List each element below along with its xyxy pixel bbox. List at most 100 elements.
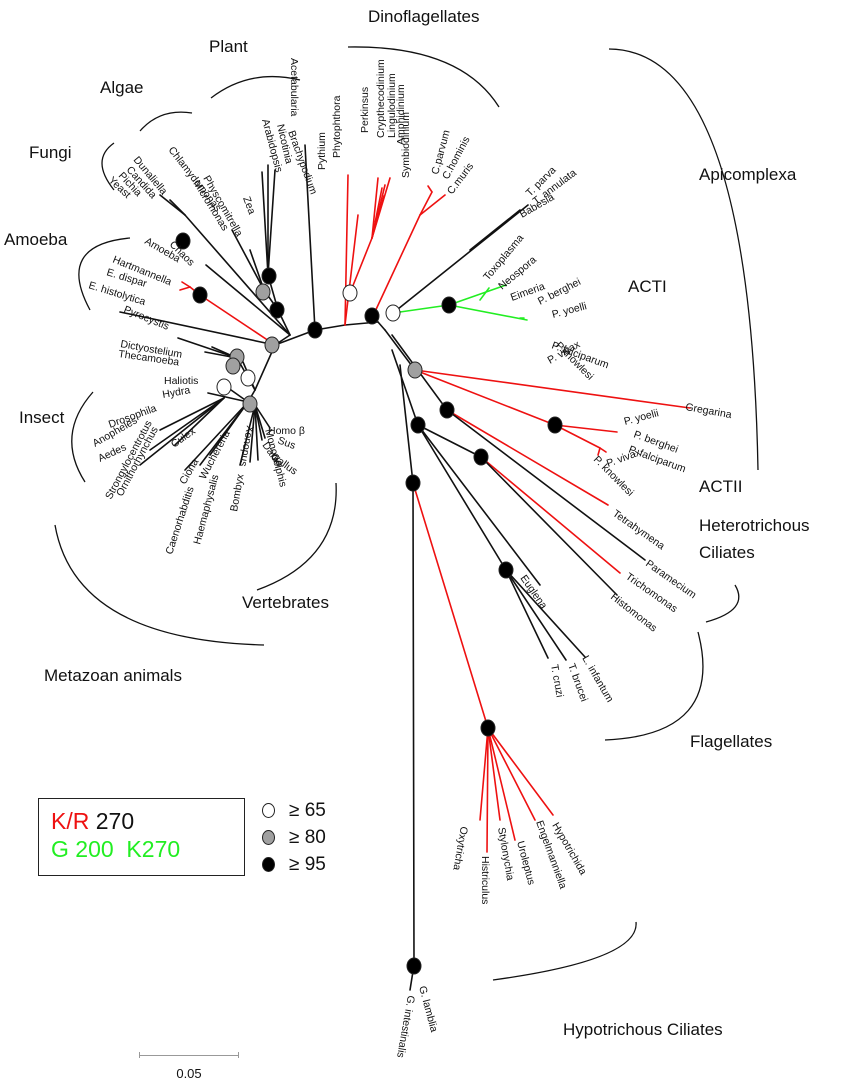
taxon-label: Gregarina: [684, 401, 732, 421]
taxon-label: Oxytricha: [450, 825, 470, 871]
taxon-labels: AcetabulariaBrachypodiumNicotiniaArabido…: [87, 58, 733, 1059]
branch: [254, 404, 266, 439]
group-label: Plant: [209, 37, 248, 56]
group-label: Insect: [19, 408, 65, 427]
support-node-80: [242, 395, 258, 413]
legend-g-label: G 200 K270: [51, 836, 181, 862]
taxon-label: Haemaphysalis: [191, 473, 221, 545]
gray-circle-icon: [262, 830, 275, 845]
support-nodes: [175, 232, 563, 975]
branch: [254, 404, 271, 429]
branch: [505, 569, 586, 658]
branch: [159, 397, 225, 431]
group-label: Heterotrichous: [699, 516, 810, 535]
taxon-label: Zea: [240, 195, 258, 216]
support-node-95: [498, 561, 514, 579]
group-label: Amoeba: [4, 230, 68, 249]
branch: [486, 727, 489, 853]
group-label: Vertebrates: [242, 593, 329, 612]
branch: [399, 364, 414, 484]
support-node-95: [269, 301, 285, 319]
branch: [419, 191, 433, 216]
branch: [261, 171, 269, 276]
taxon-label: Homo β: [268, 425, 305, 437]
legend-270-label: 270: [89, 808, 135, 834]
support-node-80: [225, 357, 241, 375]
taxon-label: Perkinsus: [359, 87, 371, 133]
support-node-95: [410, 416, 426, 434]
branch: [371, 177, 379, 239]
taxon-label: Culex: [169, 425, 198, 451]
clade-bracket: [101, 142, 115, 191]
taxon-label: Sus: [276, 435, 297, 452]
clade-bracket: [256, 482, 337, 591]
branch: [372, 214, 421, 317]
group-label: ACTI: [628, 277, 667, 296]
taxon-label: Uroleptus: [514, 840, 537, 887]
branch: [184, 401, 249, 471]
branch: [487, 727, 536, 821]
clade-bracket: [705, 584, 740, 623]
taxon-label: Bombyx: [228, 472, 247, 512]
support-label: ≥ 65: [289, 799, 326, 821]
support-node-95: [364, 307, 380, 325]
branch: [479, 287, 490, 301]
branch: [469, 209, 521, 251]
group-label: Fungi: [29, 143, 72, 162]
branch: [344, 214, 359, 326]
taxon-label: Wuchereria: [197, 428, 233, 481]
branch: [446, 409, 646, 561]
branch: [554, 424, 618, 433]
taxon-label: Amphidinium: [395, 84, 407, 145]
scale-bar: 0.05: [139, 1052, 239, 1081]
taxon-label: P. yoelii: [623, 407, 660, 428]
clade-bracket: [78, 237, 131, 311]
clade-bracket: [210, 75, 301, 99]
clade-bracket: [139, 111, 193, 132]
branch: [446, 409, 609, 506]
branch: [249, 249, 265, 291]
taxon-label: Pythium: [316, 132, 328, 170]
group-labels: DinoflagellatesPlantAlgaeFungiAmoebaInse…: [4, 7, 810, 1039]
branch: [159, 194, 186, 216]
support-node-80: [407, 361, 423, 379]
taxon-label: Pyrocystis: [122, 304, 171, 333]
branch: [487, 727, 554, 816]
legend-kr-label: K/R: [51, 808, 90, 834]
group-label: Algae: [100, 78, 143, 97]
branch: [119, 311, 276, 346]
black-circle-icon: [262, 857, 275, 872]
clade-bracket: [347, 46, 500, 108]
open-circle-icon: [262, 803, 275, 818]
support-node-95: [406, 957, 422, 975]
branch: [181, 281, 191, 288]
branch: [207, 392, 249, 403]
branch: [349, 237, 373, 294]
group-label: Metazoan animals: [44, 666, 182, 685]
branch: [480, 456, 621, 574]
taxon-label: Tetrahymena: [610, 508, 667, 553]
branch: [597, 447, 601, 456]
branch: [419, 194, 446, 216]
branch: [205, 264, 291, 336]
branch: [487, 727, 501, 821]
branch: [384, 329, 416, 371]
branch: [254, 404, 259, 461]
taxon-label: P. yoelli: [551, 300, 588, 321]
branch: [392, 204, 529, 314]
support-node-95: [307, 321, 323, 339]
branch: [427, 185, 433, 193]
branch: [304, 144, 316, 331]
clade-bracket: [54, 524, 265, 646]
support-node-95: [405, 474, 421, 492]
support-node-80: [264, 336, 280, 354]
branch: [487, 727, 516, 841]
support-node-95: [192, 286, 208, 304]
branch: [412, 482, 415, 966]
branch: [505, 569, 567, 661]
scale-bar-line: [139, 1052, 239, 1058]
group-label: Dinoflagellates: [368, 7, 480, 26]
taxon-label: Histriculus: [479, 856, 491, 904]
taxon-label: Caenorhabditis: [163, 485, 196, 556]
